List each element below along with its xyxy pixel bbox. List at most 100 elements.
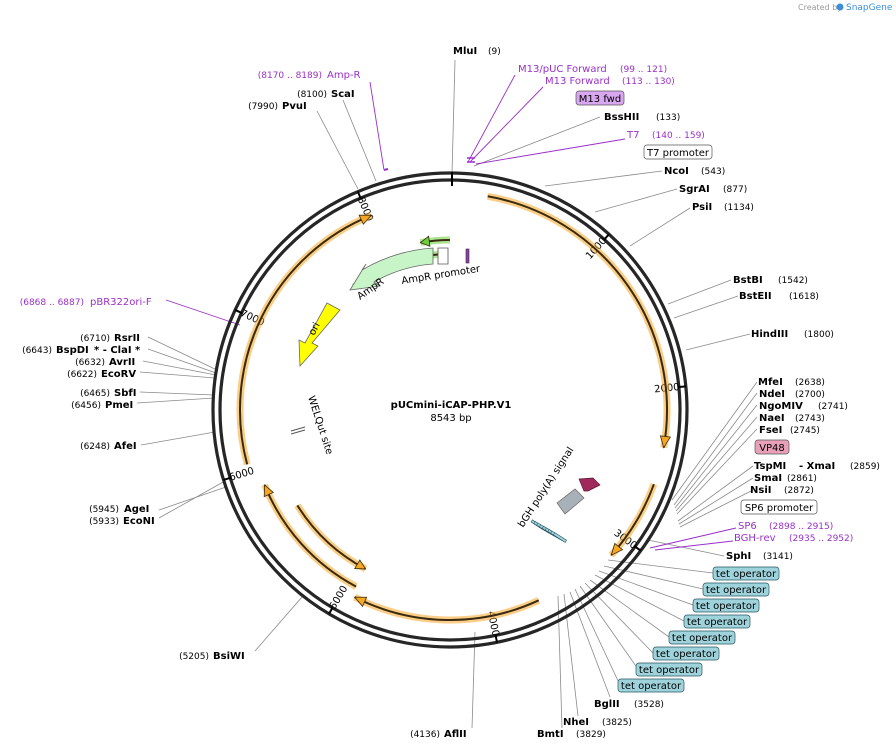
site-rsrii-pos: (6710) <box>80 334 110 344</box>
orf-left-glow <box>236 212 373 466</box>
site-sgrai-pos: (877) <box>723 185 747 195</box>
orf-left <box>239 214 372 465</box>
site-bmti-pos: (3829) <box>576 730 606 740</box>
primer-ampr-name: Amp-R <box>327 70 361 81</box>
site-nsii-name: NsiI <box>750 485 771 496</box>
site-mfei-name: MfeI <box>758 377 783 388</box>
tet-operator-label: tet operator <box>672 633 733 644</box>
tet-operator-box <box>635 662 703 677</box>
site-pvui-name: PvuI <box>282 101 307 112</box>
site-mlui-pos: (9) <box>488 47 501 57</box>
t7-promoter-marker <box>465 248 470 264</box>
orf-inner-arrowhead <box>354 559 367 570</box>
site-smai-pos: (2861) <box>787 474 817 484</box>
site-avrii-name: AvrII <box>109 357 135 368</box>
primer-ampr-range: (8170 .. 8189) <box>258 71 322 81</box>
watermark-brand: SnapGene <box>846 3 893 13</box>
tet-operator-label: tet operator <box>696 601 757 612</box>
t7-promoter-label: T7 promoter <box>646 148 710 159</box>
orf-inner-glow <box>294 503 368 573</box>
vp48-box <box>754 439 790 455</box>
ruler-tick <box>234 309 243 315</box>
tet-operator-labels: tet operator tet operator tet operator tet … <box>617 566 780 693</box>
tet-operator-label: tet operator <box>656 649 717 660</box>
site-sbfi-pos: (6465) <box>80 389 110 399</box>
tet-operator-box <box>617 678 685 693</box>
site-psii-name: PsiI <box>692 202 712 213</box>
site-naei-pos: (2743) <box>795 414 825 424</box>
site-bstbi-name: BstBI <box>733 275 763 286</box>
site-pvui-pos: (7990) <box>248 102 278 112</box>
site-bspdi-pos: (6643) <box>22 346 52 356</box>
site-mfei-pos: (2638) <box>795 378 825 388</box>
site-ndei-pos: (2700) <box>795 390 825 400</box>
ruler-tick <box>223 476 232 481</box>
orf-cap-lower-arrowhead <box>263 484 275 498</box>
primer-m13puc-name: M13/pUC Forward <box>518 64 607 75</box>
tet-operator-box <box>702 582 770 597</box>
welqut-site-marker-a <box>290 426 306 432</box>
site-nhei-name: NheI <box>563 717 589 728</box>
ruler-tick <box>494 634 498 643</box>
site-bsteii-pos: (1618) <box>789 292 819 302</box>
bgh-label: bGH poly(A) signal <box>516 445 576 529</box>
site-smai-name: SmaI <box>754 473 782 484</box>
plasmid-size: 8543 bp <box>430 413 471 424</box>
site-naei-name: NaeI <box>759 413 785 424</box>
orf-left-arrowhead <box>358 214 373 225</box>
site-bsshii-name: BssHII <box>604 112 639 123</box>
tet-operator-box <box>652 646 720 661</box>
ruler-tick <box>328 606 334 615</box>
site-tspmi-name: TspMI <box>754 461 786 472</box>
tet-operator-box <box>683 614 751 629</box>
tet-operator-box <box>712 566 780 581</box>
site-tspmi-pos: (2859) <box>850 462 880 472</box>
welqut-site-marker-b <box>290 429 306 435</box>
site-ecorv-pos: (6622) <box>67 370 97 380</box>
snapgene-logo-icon <box>836 3 844 11</box>
plasmid-name: pUCmini-iCAP-PHP.V1 <box>391 400 512 411</box>
site-aflii-pos: (4136) <box>410 730 440 740</box>
site-ndei-name: NdeI <box>759 389 785 400</box>
site-ngomiv-pos: (2741) <box>818 402 848 412</box>
site-hindiii-name: HindIII <box>751 329 788 340</box>
primer-t7-name: T7 <box>626 130 639 141</box>
orf-small-arrowhead <box>610 542 624 556</box>
site-ecorv-name: EcoRV <box>101 369 136 380</box>
site-labels-right: MluI (9) BssHII (133) NcoI (543) SgrAI (… <box>453 46 880 740</box>
primer-bghrev-name: BGH-rev <box>734 533 776 544</box>
tet-operator-label: tet operator <box>687 617 748 628</box>
site-bglii-pos: (3528) <box>634 700 664 710</box>
orf-cap-lower <box>263 484 357 588</box>
primer-sp6-name: SP6 <box>738 521 757 532</box>
vp48-label: VP48 <box>759 443 785 454</box>
m13-primer-marker <box>467 157 475 163</box>
site-labels-left: (8100) ScaI (7990) PvuI (4136) AflII (52… <box>22 89 467 740</box>
t7-promoter-box <box>643 144 713 160</box>
m13-fwd-box <box>575 90 625 106</box>
ruler-tick <box>602 233 610 241</box>
tet-operator-label: tet operator <box>716 569 777 580</box>
ruler-tick-label: 5000 <box>328 584 350 612</box>
site-pmei-name: PmeI <box>105 400 133 411</box>
tet-operator-box <box>668 630 736 645</box>
sp6-promoter-label: SP6 promoter <box>745 503 814 514</box>
site-pmei-pos: (6456) <box>71 401 101 411</box>
backbone-outer <box>211 171 689 649</box>
orf-cap <box>354 596 540 621</box>
ori-feature-arrow <box>298 302 341 367</box>
site-econi-name: EcoNI <box>123 516 155 527</box>
sp6-promoter-box <box>740 499 818 515</box>
ampr-feature-arrow <box>349 247 434 291</box>
primer-leader-lines <box>165 74 737 551</box>
site-bglii-name: BglII <box>594 699 620 710</box>
ruler-tick <box>356 191 362 200</box>
site-nsii-pos: (2872) <box>784 486 814 496</box>
tet-operator-bars <box>530 519 567 543</box>
site-agei-name: AgeI <box>124 504 149 515</box>
site-bsiwi-name: BsiWI <box>213 651 245 662</box>
primer-m13puc-range: (99 .. 121) <box>620 65 667 75</box>
ruler-tick-label: 6000 <box>228 466 256 484</box>
primer-pbr322-name: pBR322ori-F <box>90 297 152 308</box>
site-sgrai-name: SgrAI <box>679 184 710 195</box>
